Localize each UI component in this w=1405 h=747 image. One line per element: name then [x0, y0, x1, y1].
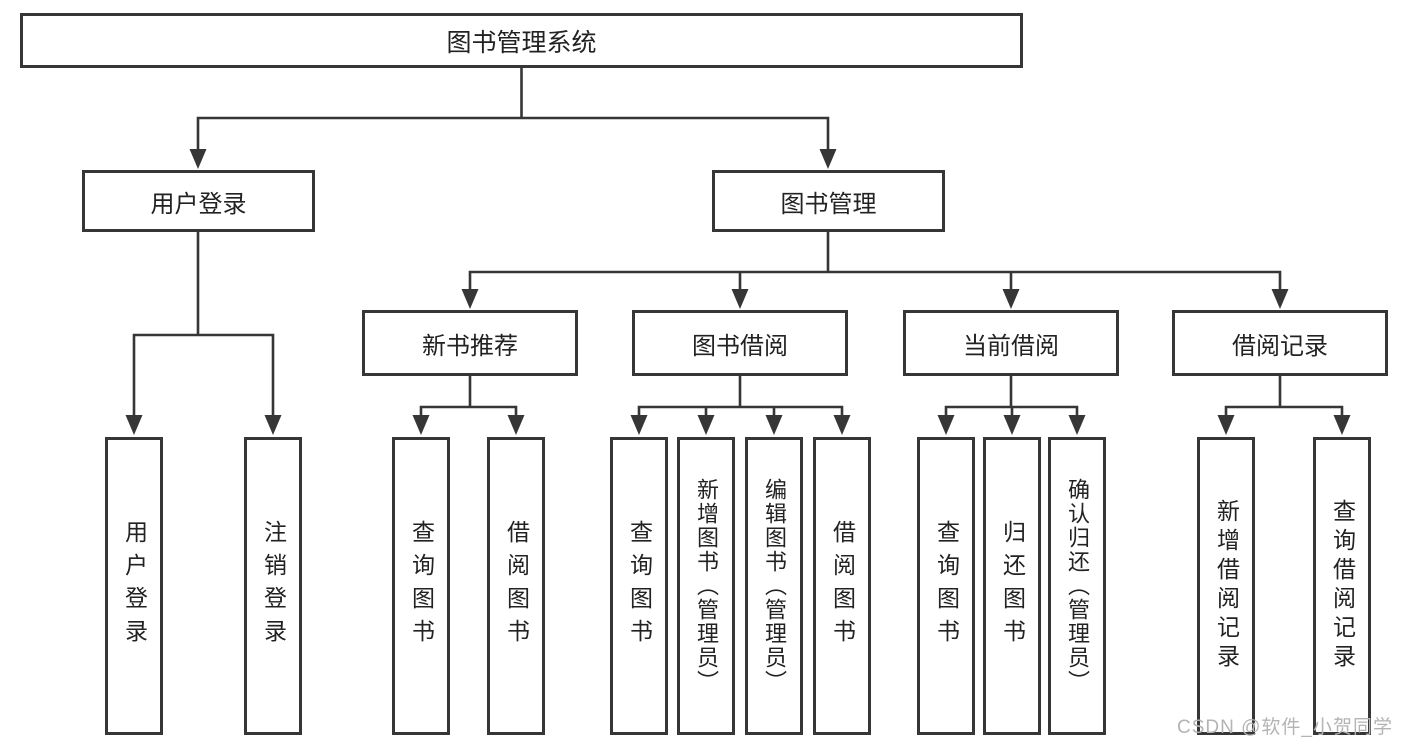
leaf-label: 查询图书: [408, 520, 435, 652]
leaf-query-book-borrow: 查询图书: [610, 437, 668, 735]
leaf-label: 查询借阅记录: [1329, 499, 1356, 673]
leaf-label: 编辑图书（管理员）: [762, 478, 787, 694]
leaf-label: 借阅图书: [829, 520, 856, 652]
node-label: 图书管理系统: [446, 28, 597, 57]
leaf-confirm-return-admin: 确认归还（管理员）: [1048, 437, 1106, 735]
node-label: 用户登录: [150, 190, 247, 218]
leaf-add-book-admin: 新增图书（管理员）: [677, 437, 735, 735]
leaf-label: 查询图书: [626, 520, 653, 652]
leaf-borrow-book-recommend: 借阅图书: [487, 437, 545, 735]
leaf-return-book: 归还图书: [983, 437, 1041, 735]
leaf-label: 借阅图书: [503, 520, 530, 652]
leaf-label: 用户登录: [121, 520, 148, 652]
node-label: 借阅记录: [1232, 332, 1328, 360]
node-label: 图书管理: [780, 190, 877, 218]
node-label: 图书借阅: [692, 332, 788, 360]
leaf-user-login: 用户登录: [105, 437, 163, 735]
node-book-borrow: 图书借阅: [632, 310, 848, 376]
leaf-label: 确认归还（管理员）: [1065, 478, 1090, 694]
leaf-query-book-recommend: 查询图书: [392, 437, 450, 735]
leaf-borrow-book: 借阅图书: [813, 437, 871, 735]
leaf-logout: 注销登录: [244, 437, 302, 735]
leaf-label: 注销登录: [260, 520, 287, 652]
leaf-add-borrow-record: 新增借阅记录: [1197, 437, 1255, 735]
node-label: 新书推荐: [422, 332, 518, 360]
leaf-edit-book-admin: 编辑图书（管理员）: [745, 437, 803, 735]
node-book-management: 图书管理: [712, 170, 945, 232]
watermark: CSDN @软件_小贺同学: [1177, 717, 1393, 738]
leaf-label: 新增图书（管理员）: [694, 478, 719, 694]
leaf-query-book-current: 查询图书: [917, 437, 975, 735]
node-user-login: 用户登录: [82, 170, 315, 232]
node-current-borrow: 当前借阅: [903, 310, 1119, 376]
node-new-book-recommend: 新书推荐: [362, 310, 578, 376]
node-borrow-record: 借阅记录: [1172, 310, 1388, 376]
leaf-label: 新增借阅记录: [1213, 499, 1240, 673]
leaf-query-borrow-record: 查询借阅记录: [1313, 437, 1371, 735]
leaf-label: 归还图书: [999, 520, 1026, 652]
node-label: 当前借阅: [963, 332, 1059, 360]
leaf-label: 查询图书: [933, 520, 960, 652]
node-library-system: 图书管理系统: [20, 13, 1023, 68]
